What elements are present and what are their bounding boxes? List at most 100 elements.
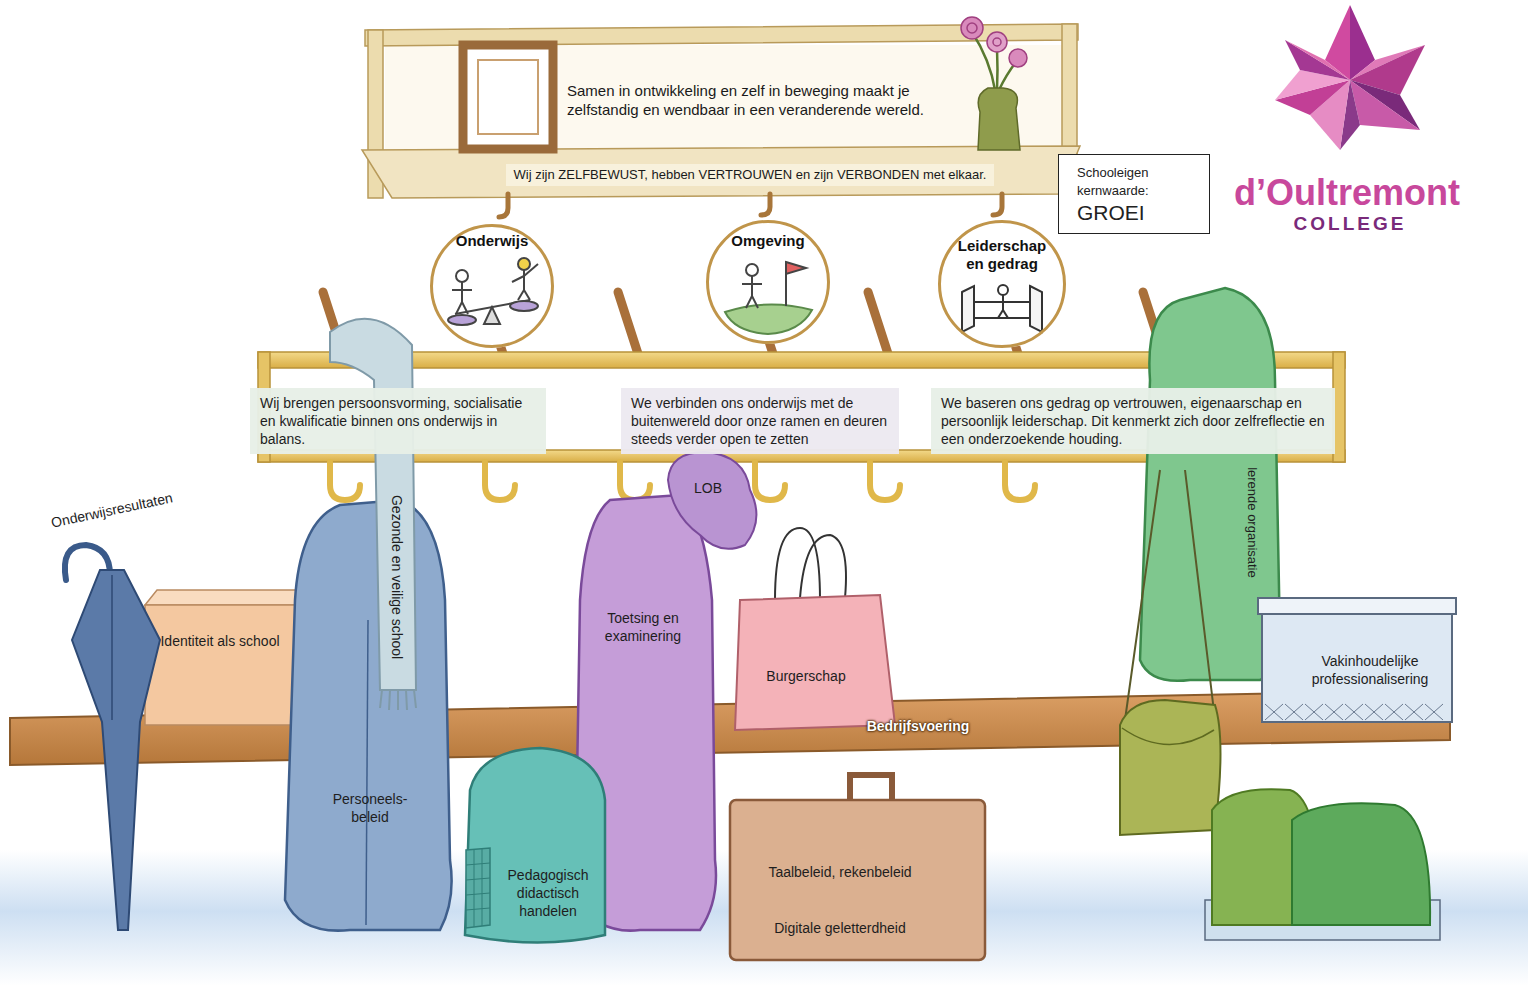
- shopping-bag: [775, 528, 820, 600]
- education-figures: [456, 270, 468, 282]
- green-coat: [1140, 288, 1281, 681]
- theme-statement: Wij brengen persoonsvorming, socialisati…: [250, 388, 546, 455]
- logo-star: [1285, 40, 1350, 80]
- shelf-motto: Samen in ontwikkeling en zelf in bewegin…: [567, 81, 961, 120]
- rack-pegs: [618, 292, 640, 360]
- picture-frame: [478, 60, 538, 134]
- theme-circle: Leiderschap en gedrag: [938, 220, 1066, 348]
- education-figures: [518, 290, 524, 300]
- wall-shelf: [362, 146, 1080, 198]
- wall-shelf: [362, 24, 1080, 198]
- leadership-figures: [998, 310, 1003, 318]
- node-text: Pedagogisch didactisch handelen: [498, 866, 598, 921]
- floor-bags: [1205, 789, 1440, 940]
- core-value-box: Schooleigen kernwaarde:GROEI: [1058, 154, 1210, 234]
- node-text: Wij zijn ZELFBEWUST, hebben VERTROUWEN e…: [514, 167, 987, 184]
- node-text: Schooleigen kernwaarde:: [1077, 164, 1201, 199]
- coat-label: Toetsing en examinering: [591, 609, 695, 645]
- logo-star: [1285, 40, 1350, 80]
- education-figures: [456, 302, 462, 314]
- rack-hooks: [485, 462, 515, 500]
- node-text: Leiderschap en gedrag: [952, 237, 1052, 273]
- logo-star: [1275, 5, 1425, 150]
- leadership-figures: [974, 317, 1030, 319]
- node-text: We baseren ons gedrag op vertrouwen, eig…: [941, 394, 1325, 449]
- basket-label: Vakinhoudelijke professionalisering: [1295, 652, 1445, 688]
- flower-vase: [996, 48, 999, 90]
- backpack: [465, 748, 605, 943]
- node-text: Bedrijfsvoering: [867, 717, 970, 735]
- suitcase: [730, 800, 985, 960]
- environment-figures: [746, 264, 758, 276]
- node-text: Burgerschap: [766, 667, 845, 685]
- basket: [1262, 610, 1452, 722]
- shoulder-bag: [1120, 700, 1221, 835]
- node-text: Personeels- beleid: [320, 790, 420, 826]
- box-label: Identiteit als school: [160, 632, 280, 650]
- shoulder-bag: [1125, 470, 1215, 720]
- education-figures: [448, 258, 538, 325]
- node-text: GROEI: [1077, 199, 1201, 226]
- identity-box: [145, 590, 307, 605]
- education-figures: [484, 307, 500, 324]
- coat-label: lerende organisatie: [1243, 467, 1260, 578]
- environment-figures: [725, 304, 812, 334]
- blue-coat: [366, 620, 368, 925]
- logo-wordmark: COLLEGE: [1294, 213, 1407, 235]
- leadership-figures: [998, 285, 1008, 295]
- rack-hooks: [1005, 462, 1035, 500]
- node-text: Samen in ontwikkeling en zelf in bewegin…: [567, 81, 961, 120]
- flower-vase: [987, 32, 1007, 52]
- shelf-hooks: [761, 194, 770, 215]
- blue-coat: [285, 500, 452, 931]
- leadership-figures: [1030, 286, 1042, 332]
- node-text: Onderwijs: [430, 231, 554, 251]
- logo-star: [1350, 80, 1420, 130]
- education-figures: [524, 290, 530, 300]
- node-text: Omgeving: [706, 231, 830, 251]
- picture-frame: [463, 45, 553, 149]
- rack-hooks: [755, 462, 785, 500]
- node-text: Digitale geletterdheid: [735, 919, 945, 937]
- shelf-hooks: [499, 194, 508, 217]
- shoulder-bag: [1122, 728, 1214, 745]
- backpack: [465, 748, 605, 943]
- hat-label: LOB: [694, 479, 722, 497]
- scarf: [330, 319, 416, 690]
- wall-shelf: [385, 45, 1065, 155]
- education-figures: [462, 302, 468, 314]
- umbrella-label: Onderwijsresultaten: [50, 488, 175, 532]
- basket: [1258, 598, 1456, 722]
- rack-hooks: [330, 462, 360, 500]
- scarf: [380, 690, 416, 710]
- hat: [668, 452, 756, 549]
- flower-vase: [967, 23, 977, 33]
- backpack: [466, 848, 490, 928]
- education-figures: [461, 282, 463, 302]
- umbrella: [111, 575, 113, 720]
- logo-wordmark: d’Oultremont: [1234, 172, 1460, 213]
- environment-figures: [752, 296, 758, 308]
- environment-figures: [742, 283, 762, 285]
- rack-hooks: [870, 462, 900, 500]
- node-text: Identiteit als school: [160, 632, 280, 650]
- shelf-hooks: [993, 194, 1002, 215]
- backpack-label: Pedagogisch didactisch handelen: [498, 866, 598, 921]
- node-text: Gezonde en veilige school: [388, 495, 406, 659]
- picture-frame: [463, 45, 553, 149]
- basket: [1258, 598, 1456, 614]
- suitcase-label: Taalbeleid, rekenbeleidDigitale geletter…: [735, 863, 945, 937]
- leadership-figures: [1003, 310, 1008, 318]
- circle-outline: [940, 222, 1065, 347]
- theme-circle: Omgeving: [706, 220, 830, 344]
- floor-bags: [1292, 803, 1430, 925]
- flower-vase: [961, 17, 1027, 150]
- rack-hooks: [620, 462, 650, 500]
- flower-vase: [1009, 49, 1027, 67]
- leadership-figures: [1002, 295, 1004, 310]
- node-text: We verbinden ons onderwijs met de buiten…: [631, 394, 889, 449]
- backpack: [466, 848, 490, 927]
- education-figures: [448, 315, 476, 325]
- leadership-figures: [962, 285, 1042, 332]
